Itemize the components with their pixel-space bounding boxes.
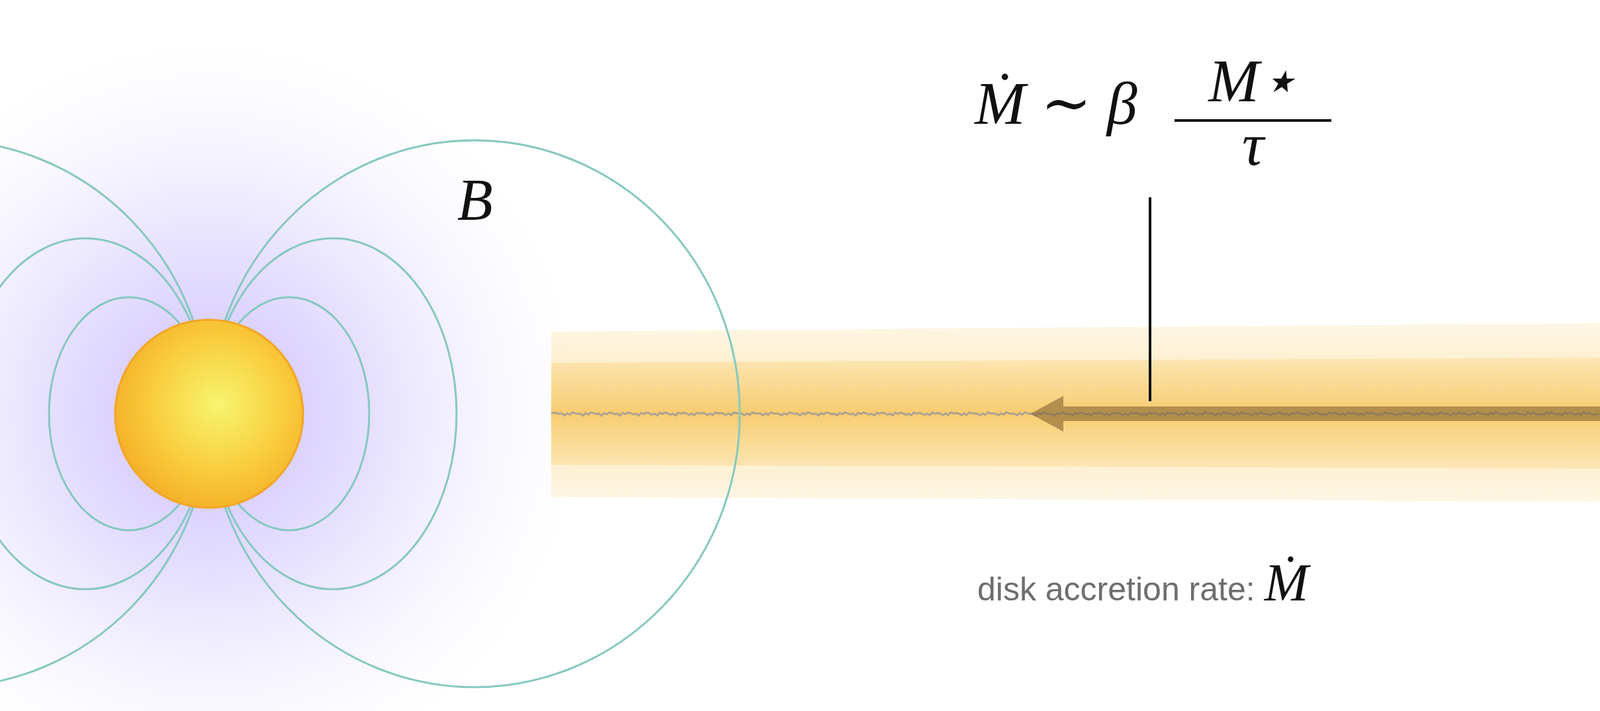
disk-outer <box>551 322 1600 502</box>
caption-row: disk accretion rate:Ṁ <box>977 555 1309 609</box>
caption-symbol: Ṁ <box>1264 555 1309 609</box>
field-lines <box>0 140 740 687</box>
star <box>115 319 304 508</box>
leader-line <box>1148 197 1152 401</box>
formula-denominator: τ <box>1242 113 1264 175</box>
formula-numerator: M⋆ <box>1208 50 1298 112</box>
caption-text: disk accretion rate: <box>977 572 1256 606</box>
accretion-arrow <box>1030 395 1600 432</box>
disk-inner <box>551 357 1600 469</box>
formula-text: Ṁ ∼ β <box>974 72 1138 134</box>
field-label: B <box>457 170 493 229</box>
